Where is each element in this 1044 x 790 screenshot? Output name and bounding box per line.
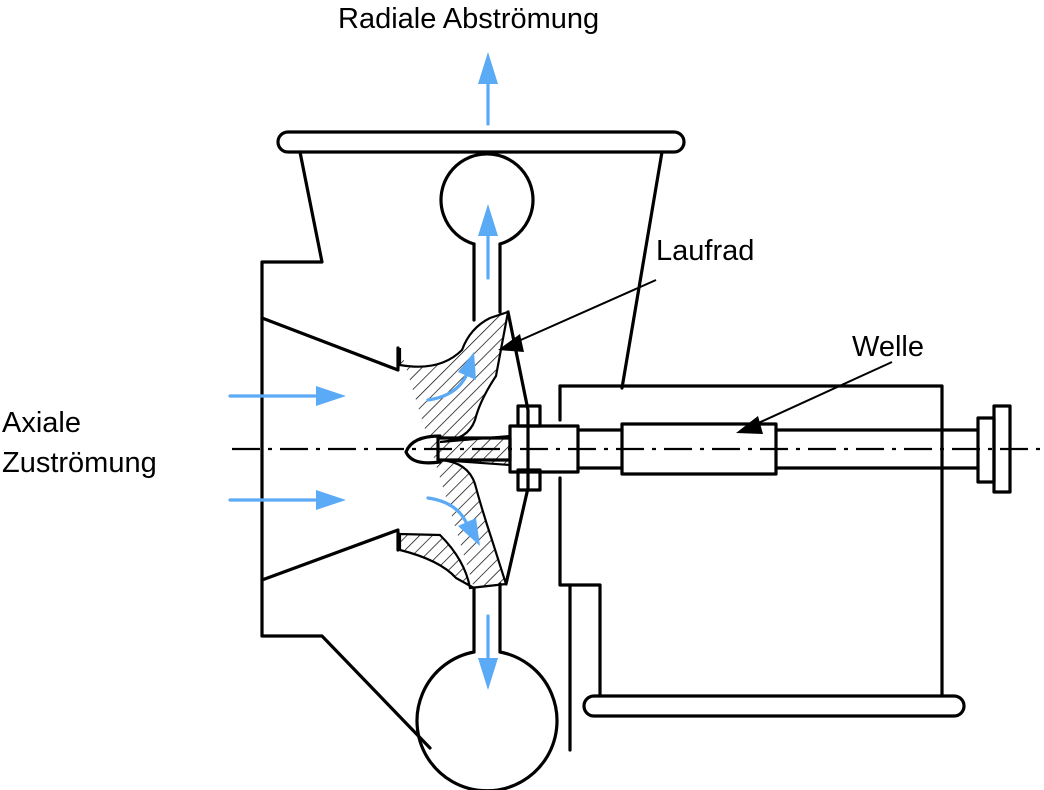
impeller (396, 310, 530, 590)
label-axial-inflow-line1: Axiale (2, 407, 81, 439)
volute-spiral (415, 152, 559, 790)
label-radial-outflow: Radiale Abströmung (338, 3, 600, 35)
compressor-housing (260, 130, 686, 752)
flow-arrows (228, 52, 498, 690)
label-shaft: Welle (852, 331, 924, 363)
bearing-housing (558, 384, 966, 718)
label-axial-inflow-line2: Zuströmung (2, 447, 157, 479)
leader-lines (498, 279, 893, 434)
label-impeller: Laufrad (656, 235, 755, 267)
